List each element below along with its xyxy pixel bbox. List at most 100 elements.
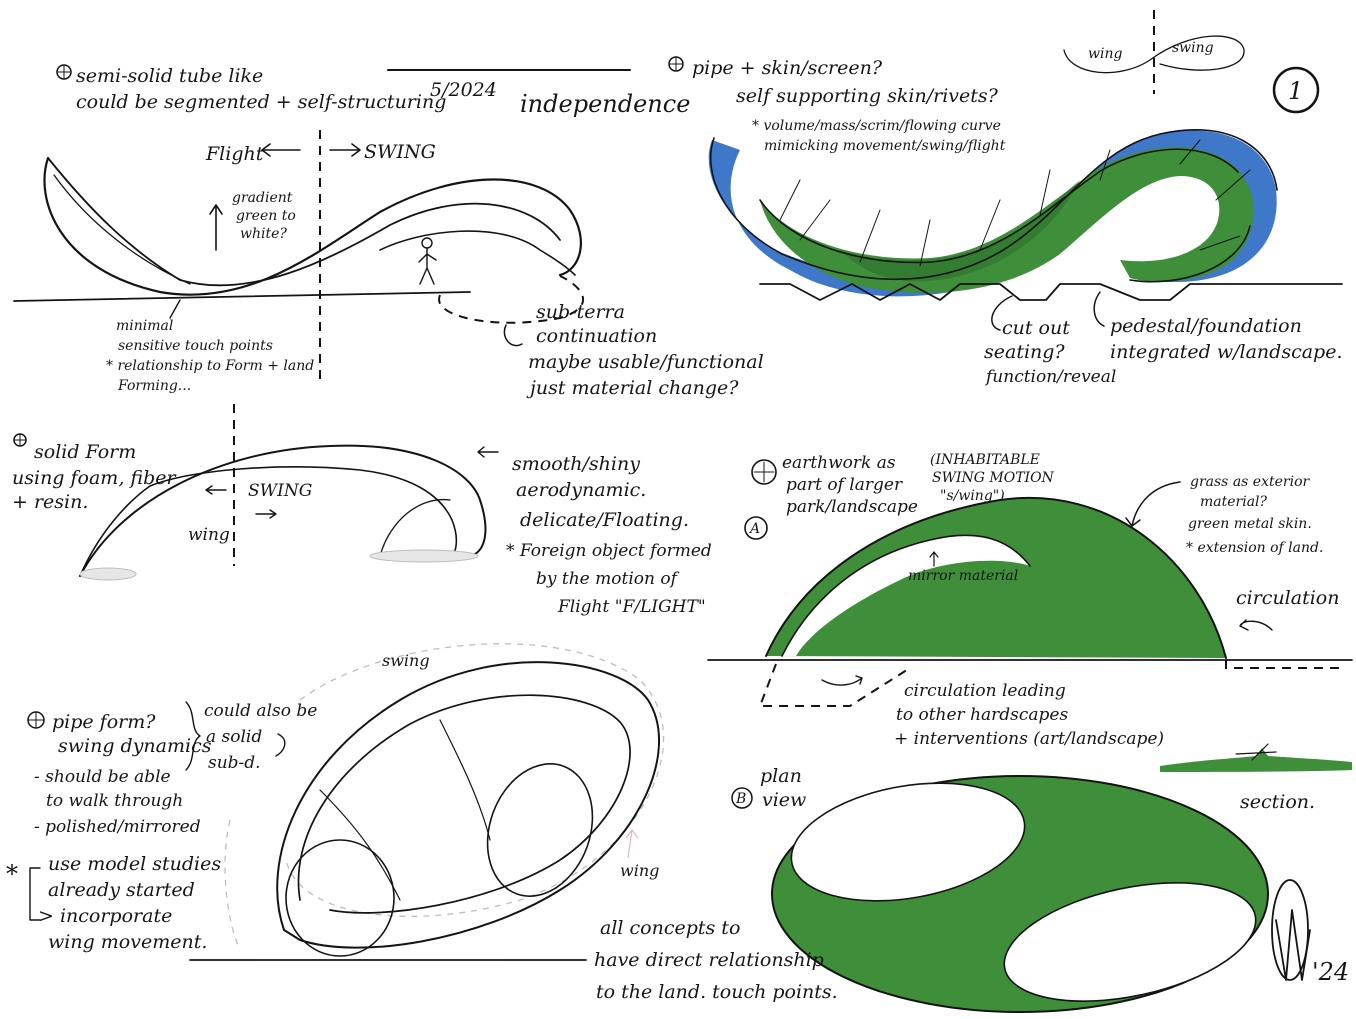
section-mini bbox=[1160, 748, 1352, 772]
curved-arrow-icon bbox=[276, 734, 285, 756]
concept-5-title-2: swing dynamics bbox=[58, 735, 212, 757]
arrow-right-icon bbox=[330, 144, 360, 156]
mirror-label: mirror material bbox=[908, 568, 1018, 584]
concept-2-pipe-skin: pipe + skin/screen? self supporting skin… bbox=[669, 10, 1342, 387]
desc-text-3: delicate/Floating. bbox=[520, 509, 689, 531]
curved-arrow-icon bbox=[504, 325, 522, 346]
arrow-right-icon bbox=[256, 510, 276, 518]
concept-3-solid-form: solid Form using foam, fiber + resin. SW… bbox=[12, 404, 712, 617]
concept-2-note-1: * volume/mass/scrim/flowing curve bbox=[752, 118, 1001, 134]
touchpoint-shadow bbox=[80, 568, 136, 580]
concept-5-title-1: pipe form? bbox=[52, 711, 156, 733]
plan-text-1: plan bbox=[760, 765, 802, 787]
wing-label: wing bbox=[188, 525, 230, 545]
faint-figure-outline bbox=[225, 820, 240, 950]
pedestal-text-1: pedestal/foundation bbox=[1110, 315, 1302, 337]
circulation-lead-1: circulation leading bbox=[904, 681, 1066, 701]
circulation-lead-2: to other hardscapes bbox=[896, 705, 1068, 725]
plus-circle-icon bbox=[14, 434, 26, 446]
arrow-up-icon bbox=[210, 205, 222, 250]
desc-text-2: aerodynamic. bbox=[516, 479, 646, 501]
desc-text-5: by the motion of bbox=[536, 569, 680, 589]
title-word: independence bbox=[520, 90, 690, 118]
inhabitable-text-1: (INHABITABLE bbox=[930, 452, 1040, 468]
grass-text-3: green metal skin. bbox=[1188, 516, 1312, 532]
signature-mark bbox=[1272, 880, 1310, 980]
solid-text-2: a solid bbox=[206, 727, 262, 747]
circulation-label: circulation bbox=[1236, 587, 1339, 609]
subterra-text-3: maybe usable/functional bbox=[528, 351, 764, 373]
plus-circle-icon bbox=[57, 65, 71, 79]
concept-5-pipe-form: pipe form? swing dynamics could also be … bbox=[6, 644, 664, 960]
concept-1-title-1: semi-solid tube like bbox=[76, 65, 263, 87]
touch-text-4: Forming... bbox=[117, 378, 191, 394]
flight-label: Flight bbox=[205, 143, 264, 165]
desc-text-4: * Foreign object formed bbox=[506, 541, 712, 561]
asterisk-icon: * bbox=[6, 860, 18, 888]
concept-2-title-2: self supporting skin/rivets? bbox=[736, 85, 999, 107]
signature-year: '24 bbox=[1312, 958, 1349, 986]
marker-a-label: A bbox=[748, 521, 760, 537]
concept-4-title-1: earthwork as bbox=[782, 453, 896, 473]
grass-text-4: * extension of land. bbox=[1186, 540, 1323, 556]
pipe-section-right bbox=[470, 749, 610, 911]
curved-arrow-icon bbox=[1094, 292, 1104, 326]
plus-circle-icon bbox=[28, 712, 44, 728]
gradient-text-2: green to bbox=[236, 208, 296, 224]
star-text-2: already started bbox=[48, 879, 195, 901]
pipe-loop-middle bbox=[298, 695, 630, 913]
plus-circle-icon bbox=[669, 57, 683, 71]
cutout-text-1: cut out bbox=[1002, 317, 1070, 339]
list-text-1: - should be able bbox=[34, 767, 171, 787]
arrow-icon bbox=[1126, 482, 1180, 526]
plan-text-2: view bbox=[762, 789, 806, 811]
page-number: 1 bbox=[1288, 77, 1303, 105]
person-figure-icon bbox=[419, 238, 436, 284]
pedestal-text-2: integrated w/landscape. bbox=[1110, 341, 1342, 363]
faint-arrow-icon bbox=[626, 830, 638, 858]
arrow-left-icon bbox=[206, 486, 226, 494]
concept-6-plan: B plan view section. all concepts to hav… bbox=[594, 744, 1352, 1019]
tube-lip bbox=[380, 231, 575, 275]
concept-4-title-2: part of larger bbox=[786, 475, 903, 495]
marker-b-label: B bbox=[735, 791, 746, 807]
gradient-text-1: gradient bbox=[232, 190, 293, 206]
subterra-text-1: sub-terra bbox=[536, 301, 625, 323]
pipe-section-left bbox=[286, 840, 394, 956]
touch-text-3: * relationship to Form + land bbox=[106, 358, 314, 374]
conclusion-text-1: all concepts to bbox=[600, 917, 740, 939]
arrow-left-icon bbox=[478, 447, 498, 457]
cutout-text-2: seating? bbox=[984, 341, 1065, 363]
pipe-hatch bbox=[320, 720, 490, 900]
ground-cutouts-line bbox=[760, 284, 1342, 300]
conclusion-text-2: have direct relationship bbox=[594, 949, 824, 971]
desc-text-1: smooth/shiny bbox=[512, 453, 640, 475]
mini-wing-label: wing bbox=[1088, 46, 1122, 62]
concept-4-earthwork: earthwork as part of larger park/landsca… bbox=[708, 452, 1352, 749]
grass-text-2: material? bbox=[1200, 494, 1268, 510]
grass-text-1: grass as exterior bbox=[1190, 474, 1310, 490]
ground-line bbox=[14, 292, 470, 301]
mini-swing-label: swing bbox=[1172, 40, 1214, 56]
list-text-3: - polished/mirrored bbox=[34, 817, 201, 837]
concept-2-title-1: pipe + skin/screen? bbox=[692, 57, 883, 79]
faint-construction-curve bbox=[286, 644, 664, 917]
swing-label: SWING bbox=[248, 481, 312, 501]
star-text-4: wing movement. bbox=[48, 931, 207, 953]
solid-text-1: could also be bbox=[204, 701, 317, 721]
tube-inner bbox=[48, 158, 560, 285]
pointer-icon bbox=[170, 300, 180, 318]
tube-hatch bbox=[54, 175, 190, 284]
list-text-2: to walk through bbox=[46, 791, 183, 811]
subterra-text-4: just material change? bbox=[526, 377, 739, 399]
tube-outer bbox=[44, 158, 580, 295]
arrow-left-icon bbox=[262, 144, 300, 156]
star-text-3: > incorporate bbox=[38, 905, 172, 927]
touch-text-1: minimal bbox=[116, 318, 173, 334]
swing-label: SWING bbox=[364, 141, 436, 163]
subterra-text-2: continuation bbox=[536, 325, 657, 347]
faint-wing-label: wing bbox=[620, 861, 659, 880]
solid-text-3: sub-d. bbox=[208, 753, 261, 773]
curved-arrow-icon bbox=[822, 676, 862, 685]
